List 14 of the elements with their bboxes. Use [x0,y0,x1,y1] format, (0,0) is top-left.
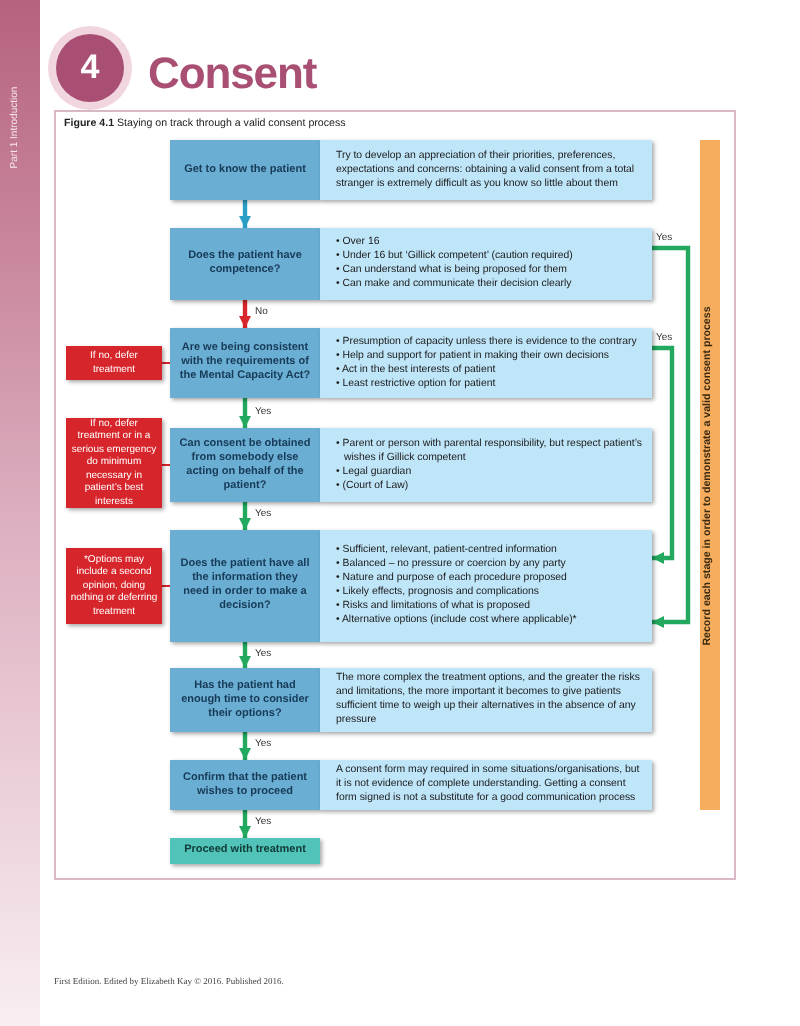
arrow [239,810,251,838]
chapter-number-badge: 4 [56,34,124,102]
arrow [652,245,691,628]
connector-line [161,585,171,587]
arrow [239,732,251,760]
arrow [652,345,675,564]
arrow [239,300,251,328]
connector-line [161,362,171,364]
connector-line [161,464,171,466]
chapter-title: Consent [148,46,317,102]
arrow [239,200,251,228]
arrow [239,502,251,530]
arrow [239,642,251,668]
arrow [239,398,251,428]
